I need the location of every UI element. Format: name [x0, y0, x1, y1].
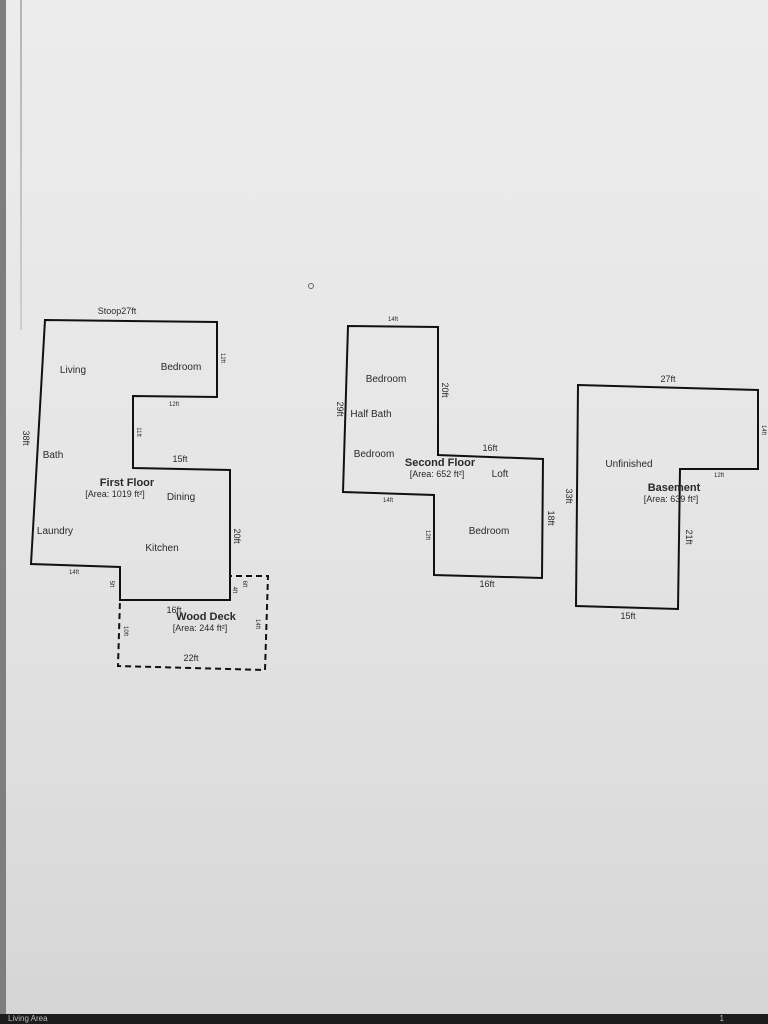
first-floor-outline	[29, 318, 231, 601]
wood-deck-left-dim: 10ft	[122, 626, 128, 636]
footer-label-right: 1	[719, 1014, 724, 1023]
first-floor-right-dim: 20ft	[232, 528, 242, 544]
stray-mark	[308, 283, 314, 289]
wood-deck-title: Wood Deck	[176, 611, 237, 623]
first-floor-room-bedroom: Bedroom	[161, 362, 202, 373]
first-floor-room-bath: Bath	[43, 450, 64, 461]
wood-deck-bottom-dim: 22ft	[183, 653, 199, 663]
first-floor-notch-top-dim: 12ft	[169, 402, 179, 408]
second-floor-inner-right-dim: 20ft	[440, 382, 450, 398]
first-floor-room-kitchen: Kitchen	[145, 543, 178, 554]
basement-inner-top-dim: 12ft	[714, 473, 724, 479]
first-floor-bottom-left-dim: 14ft	[69, 570, 79, 576]
basement-room-unfinished: Unfinished	[605, 459, 652, 470]
second-floor-outline	[341, 324, 545, 580]
wood-deck-top-dim: 16ft	[166, 605, 182, 615]
second-floor-inner-lower-dim: 12ft	[424, 530, 430, 540]
second-floor-right-dim: 18ft	[546, 510, 556, 526]
first-floor-room-living: Living	[60, 365, 86, 376]
basement-title: Basement	[648, 482, 701, 494]
footer-label-left: Living Area	[8, 1014, 48, 1023]
second-floor-left-dim: 29ft	[335, 401, 345, 417]
wood-deck-outline	[116, 575, 270, 672]
basement-left-dim: 33ft	[564, 488, 574, 504]
second-floor-bottom-dim: 16ft	[479, 579, 495, 589]
paper-edge	[20, 0, 22, 330]
second-floor-bottom-left-dim: 14ft	[383, 498, 393, 504]
basement-area: [Area: 639 ft²]	[644, 494, 699, 504]
second-floor-room-half-bath: Half Bath	[350, 409, 391, 420]
second-floor-area: [Area: 652 ft²]	[410, 469, 465, 479]
first-floor-right-top-dim: 12ft	[219, 353, 225, 363]
second-floor-room-bedroom-right: Bedroom	[469, 526, 510, 537]
basement-right-top-dim: 14ft	[760, 425, 766, 435]
first-floor-top-dim: Stoop27ft	[98, 306, 137, 316]
wood-deck-step-dim: 6ft	[241, 581, 247, 588]
second-floor-room-loft: Loft	[492, 469, 509, 480]
first-floor-area: [Area: 1019 ft²]	[85, 489, 145, 499]
wood-deck-right-dim: 14ft	[254, 619, 260, 629]
first-floor-title: First Floor	[100, 477, 155, 489]
basement-top-dim: 27ft	[660, 374, 676, 384]
paper-sheet	[6, 0, 768, 1024]
basement-outline	[574, 383, 759, 611]
bottom-edge-strip	[0, 1014, 768, 1024]
first-floor-room-dining: Dining	[167, 492, 195, 503]
first-floor-room-laundry: Laundry	[37, 526, 73, 537]
second-floor-room-bedroom-top: Bedroom	[366, 374, 407, 385]
wood-deck-area: [Area: 244 ft²]	[173, 623, 228, 633]
basement-inner-right-dim: 21ft	[684, 529, 694, 545]
wood-deck-right-top-dim: 4ft	[231, 587, 237, 594]
first-floor-notch-side-dim: 11ft	[135, 427, 141, 437]
second-floor-step-top-dim: 16ft	[482, 443, 498, 453]
second-floor-title: Second Floor	[405, 457, 476, 469]
first-floor-mid-dim: 15ft	[172, 454, 188, 464]
first-floor-left-dim: 38ft	[21, 430, 31, 446]
second-floor-room-bedroom-left: Bedroom	[354, 449, 395, 460]
basement-bottom-dim: 15ft	[620, 611, 636, 621]
second-floor-top-dim: 14ft	[388, 317, 398, 323]
first-floor-step-dim: 5ft	[108, 581, 114, 588]
